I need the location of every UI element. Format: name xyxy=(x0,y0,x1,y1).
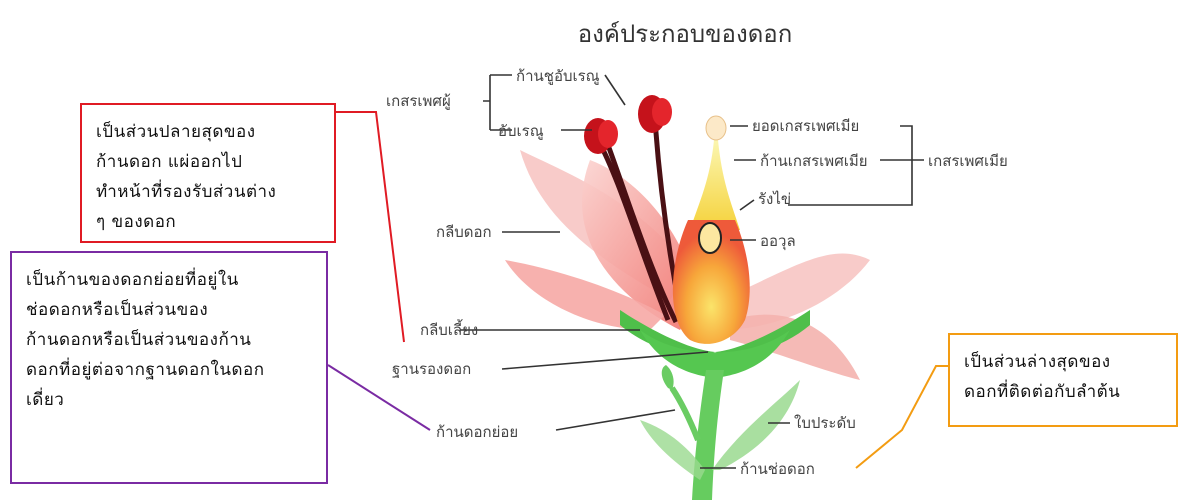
label-bract: ใบประดับ xyxy=(794,411,856,435)
label-stigma: ยอดเกสรเพศเมีย xyxy=(752,114,859,138)
label-sepal: กลีบเลี้ยง xyxy=(420,318,478,342)
peduncle-callout: เป็นส่วนล่างสุดของ ดอกที่ติดต่อกับลำต้น xyxy=(948,333,1178,427)
pedicel-branch xyxy=(672,388,698,440)
small-bud xyxy=(662,365,674,390)
label-petal: กลีบดอก xyxy=(436,220,492,244)
label-ovule: ออวุล xyxy=(760,229,796,253)
diagram-title: องค์ประกอบของดอก xyxy=(540,14,830,53)
receptacle-callout: เป็นส่วนปลายสุดของ ก้านดอก แผ่ออกไป ทำหน… xyxy=(80,103,336,243)
filament-leader xyxy=(605,75,625,105)
pedicel-leader xyxy=(556,410,675,430)
label-stamen: เกสรเพศผู้ xyxy=(386,89,451,113)
orange-callout-connector xyxy=(856,366,948,468)
label-pedicel: ก้านดอกย่อย xyxy=(436,420,518,444)
label-receptacle: ฐานรองดอก xyxy=(392,357,471,381)
ovary-leader xyxy=(740,200,754,210)
label-pistil: เกสรเพศเมีย xyxy=(928,149,1008,173)
label-filament: ก้านชูอับเรณู xyxy=(516,64,600,88)
pistil-style xyxy=(690,140,740,230)
label-anther: อับเรณู xyxy=(498,119,544,143)
pistil-bracket xyxy=(880,126,924,205)
anther-right-b xyxy=(652,98,672,126)
ovule xyxy=(699,223,721,253)
anther-left-b xyxy=(598,120,618,148)
label-style: ก้านเกสรเพศเมีย xyxy=(760,149,868,173)
label-ovary: รังไข่ xyxy=(758,187,791,211)
stigma xyxy=(706,116,726,140)
label-peduncle: ก้านช่อดอก xyxy=(740,457,815,481)
red-callout-connector xyxy=(336,112,404,342)
pedicel-callout: เป็นก้านของดอกย่อยที่อยู่ใน ช่อดอกหรือเป… xyxy=(10,251,328,484)
